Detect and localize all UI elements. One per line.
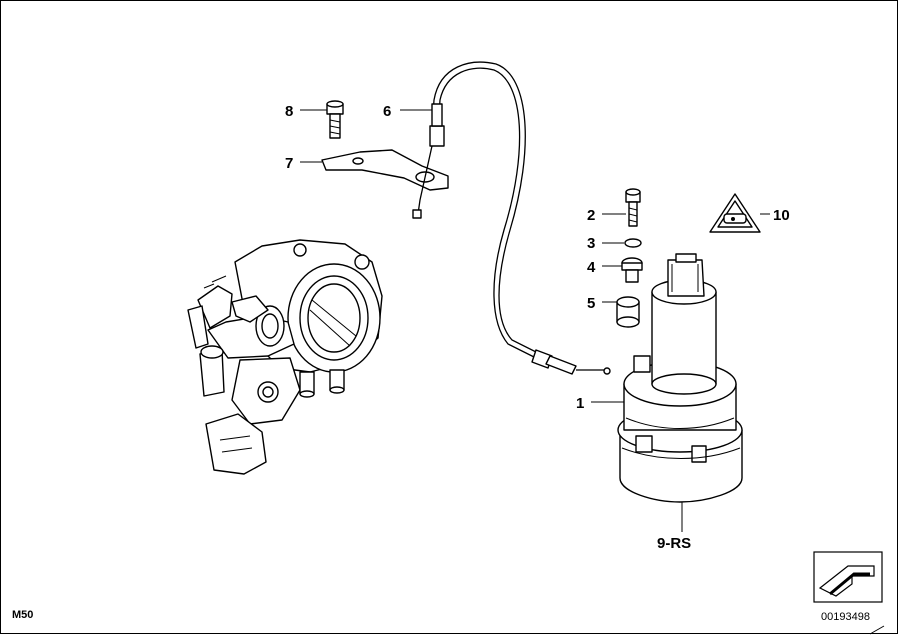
callout-9-rs: 9-RS xyxy=(657,535,691,552)
callout-3: 3 xyxy=(587,235,595,252)
callout-5: 5 xyxy=(587,295,595,312)
model-code: M50 xyxy=(12,609,33,621)
bushing-part-4 xyxy=(621,257,643,283)
idle-actuator-part-1 xyxy=(617,253,743,503)
leader-lines xyxy=(300,109,770,532)
bolt-part-2 xyxy=(625,188,641,227)
rubber-mount-part-5 xyxy=(616,296,640,328)
callout-6: 6 xyxy=(383,103,391,120)
warning-label-part-10 xyxy=(709,193,761,233)
washer-part-3 xyxy=(624,238,642,248)
throttle-body xyxy=(187,239,383,475)
diagram-number: 00193498 xyxy=(821,611,870,623)
callout-8: 8 xyxy=(285,103,293,120)
callout-10: 10 xyxy=(773,207,790,224)
direction-arrow-icon xyxy=(813,551,883,603)
callout-2: 2 xyxy=(587,207,595,224)
callout-7: 7 xyxy=(285,155,293,172)
bolt-part-8 xyxy=(326,100,344,139)
bracket-part-7 xyxy=(321,149,449,191)
callout-1: 1 xyxy=(576,395,584,412)
bowden-cable-part-6 xyxy=(412,61,611,375)
callout-4: 4 xyxy=(587,259,596,276)
